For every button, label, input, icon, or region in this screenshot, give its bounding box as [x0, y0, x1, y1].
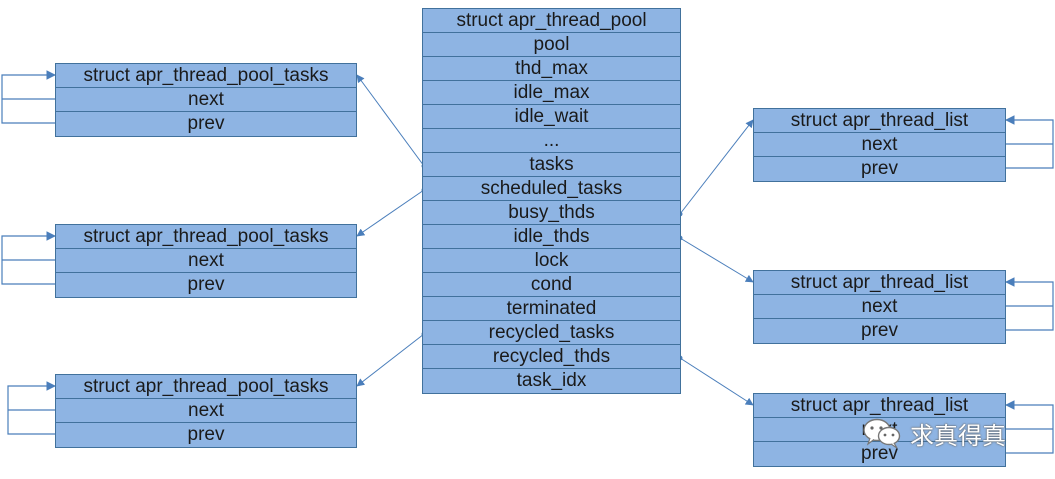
list-node-2: struct apr_thread_list next prev — [753, 270, 1006, 344]
list-node-next: next — [754, 295, 1005, 319]
list-node-prev: prev — [861, 320, 898, 341]
field-ellipsis: ... — [423, 129, 680, 153]
task-node-prev: prev — [187, 424, 225, 445]
task-node-next: next — [56, 88, 356, 112]
list-node-title: struct apr_thread_list — [754, 394, 1005, 418]
scheduled-tasks-arrow — [356, 189, 425, 237]
self-loop-tasks-3 — [7, 381, 56, 435]
idle-thds-arrow — [679, 237, 754, 283]
field-recycled-tasks: recycled_tasks — [423, 321, 680, 345]
field-pool: pool — [423, 33, 680, 57]
busy-thds-arrow — [679, 119, 754, 215]
field-idle-wait: idle_wait — [423, 105, 680, 129]
task-node-title: struct apr_thread_pool_tasks — [56, 225, 356, 249]
wechat-icon — [863, 418, 901, 449]
list-node-title: struct apr_thread_list — [754, 109, 1005, 133]
tasks-arrow — [356, 74, 425, 167]
thread-pool-title: struct apr_thread_pool — [423, 9, 680, 33]
field-busy-thds: busy_thds — [423, 201, 680, 225]
task-node-next: next — [56, 399, 356, 423]
field-lock: lock — [423, 249, 680, 273]
self-loop-tasks-1 — [1, 70, 56, 124]
field-cond: cond — [423, 273, 680, 297]
watermark: 求真得真 — [862, 416, 1032, 450]
watermark-text: 求真得真 — [910, 421, 1006, 450]
field-recycled-thds: recycled_thds — [423, 345, 680, 369]
field-idle-max: idle_max — [423, 81, 680, 105]
field-idle-thds: idle_thds — [423, 225, 680, 249]
self-loop-tasks-2 — [1, 231, 56, 285]
task-node-1: struct apr_thread_pool_tasks next prev — [55, 63, 357, 137]
list-node-prev: prev — [861, 443, 898, 464]
list-node-prev: prev — [861, 158, 898, 179]
task-node-2: struct apr_thread_pool_tasks next prev — [55, 224, 357, 298]
task-node-next: next — [56, 249, 356, 273]
self-loop-list-2 — [1005, 277, 1054, 331]
task-node-3: struct apr_thread_pool_tasks next prev — [55, 374, 357, 448]
task-node-prev: prev — [187, 113, 225, 134]
field-scheduled-tasks: scheduled_tasks — [423, 177, 680, 201]
thread-pool-struct: struct apr_thread_pool pool thd_max idle… — [422, 8, 681, 394]
field-terminated: terminated — [423, 297, 680, 321]
recycled-tasks-arrow — [356, 333, 425, 387]
list-node-title: struct apr_thread_list — [754, 271, 1005, 295]
field-thd-max: thd_max — [423, 57, 680, 81]
list-node-next: next — [754, 133, 1005, 157]
self-loop-list-1 — [1005, 115, 1054, 169]
task-node-prev: prev — [187, 274, 225, 295]
task-node-title: struct apr_thread_pool_tasks — [56, 64, 356, 88]
self-loop-list-3 — [1005, 400, 1054, 454]
recycled-thds-arrow — [679, 357, 754, 406]
list-node-1: struct apr_thread_list next prev — [753, 108, 1006, 182]
task-node-title: struct apr_thread_pool_tasks — [56, 375, 356, 399]
field-tasks: tasks — [423, 153, 680, 177]
field-task-idx: task_idx — [516, 370, 587, 391]
